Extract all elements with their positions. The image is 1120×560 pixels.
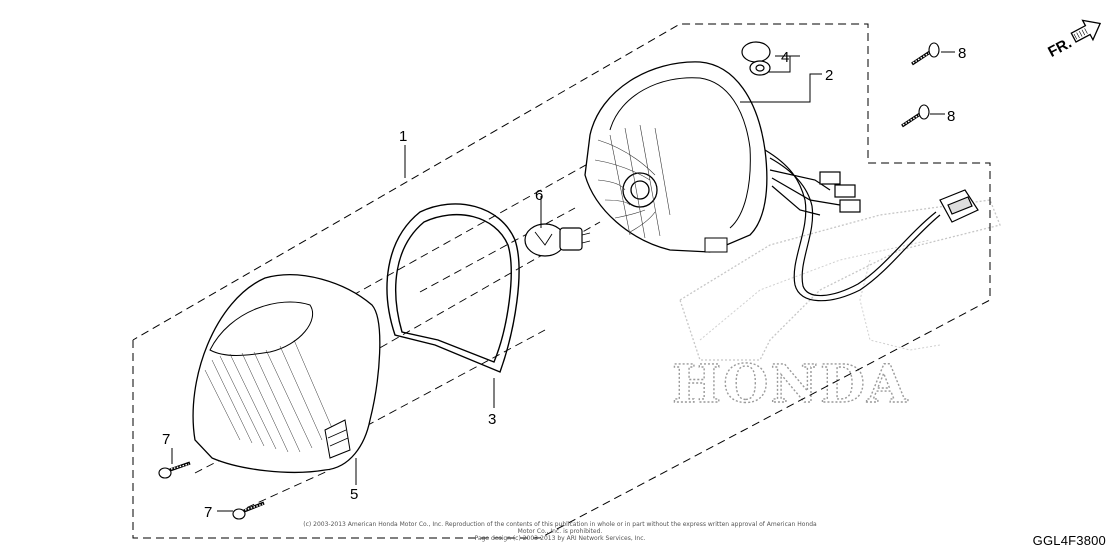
direction-label: FR. [1045,35,1074,61]
callout-2: 2 [825,67,833,84]
copyright-notice: (c) 2003-2013 American Honda Motor Co., … [300,521,820,542]
screw-8-lower [901,104,930,128]
callout-6: 6 [535,187,543,204]
diagram-code: GGL4F3800 [1032,533,1106,548]
callout-5: 5 [350,486,358,503]
tail-light-base [584,61,768,253]
tail-lens [192,274,381,474]
screw-7-lower [232,501,265,520]
arrow-right-icon [1070,19,1102,43]
bulb [524,223,591,257]
callout-8-upper: 8 [958,45,966,62]
assembly-boundary [132,23,991,539]
screw-7-upper [158,461,191,479]
callout-3: 3 [488,411,496,428]
screw-8-upper [911,42,940,66]
grommet [741,41,771,76]
leader-lines [171,51,955,512]
gasket [386,203,520,373]
callout-8-lower: 8 [947,108,955,125]
wiring-harness [764,149,979,302]
callout-7-lower: 7 [204,504,212,521]
callout-7-upper: 7 [162,431,170,448]
direction-indicator: FR. [1045,19,1102,61]
copyright-line-1: (c) 2003-2013 American Honda Motor Co., … [303,521,817,535]
honda-wing-watermark [679,199,1001,361]
copyright-line-2: Page design (c) 2003-2013 by ARI Network… [474,535,646,542]
callout-4: 4 [781,49,789,66]
callout-1: 1 [399,128,407,145]
